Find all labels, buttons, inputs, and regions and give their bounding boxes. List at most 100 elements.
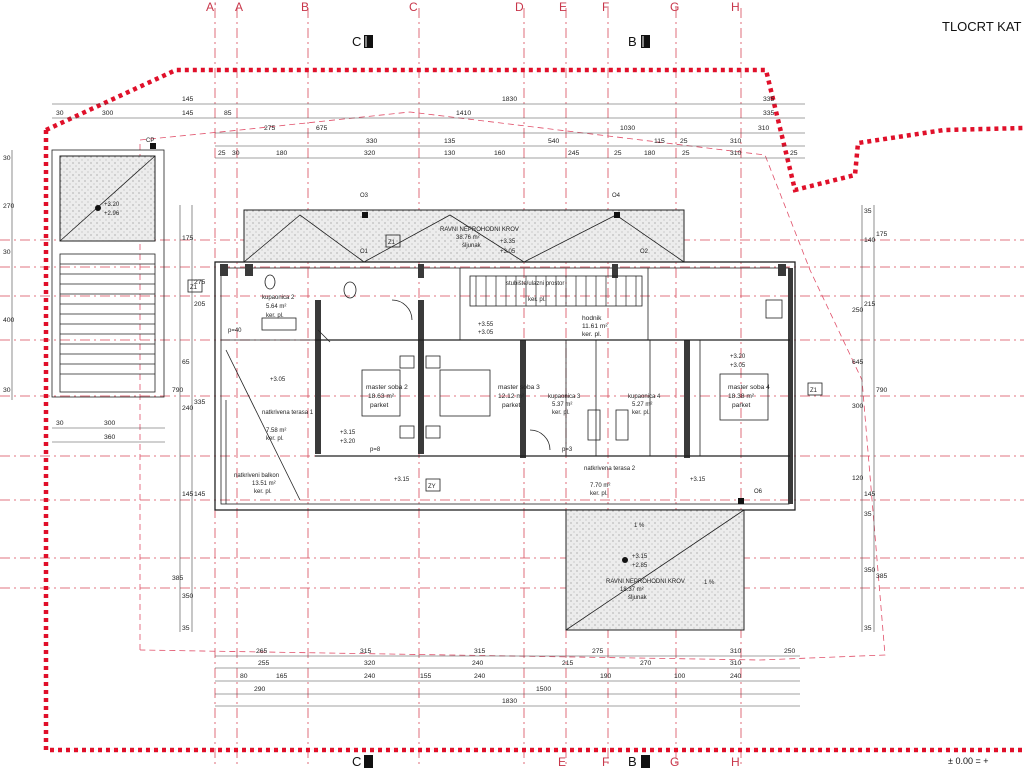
dimension-lines-top: 145 1830 335 30 300 145 85 1410 335 275 …: [52, 96, 805, 159]
svg-text:+3.15: +3.15: [340, 430, 356, 436]
svg-text:38.76 m²: 38.76 m²: [456, 235, 480, 241]
svg-text:ker. pl.: ker. pl.: [582, 331, 602, 338]
grid-label: F: [602, 0, 609, 14]
svg-text:O3: O3: [360, 193, 369, 199]
svg-text:240: 240: [474, 673, 486, 680]
svg-text:240: 240: [730, 673, 742, 680]
svg-text:255: 255: [258, 660, 270, 667]
svg-text:385: 385: [172, 575, 184, 582]
svg-text:310: 310: [730, 660, 742, 667]
svg-text:35: 35: [864, 625, 872, 632]
svg-text:330: 330: [366, 138, 378, 145]
svg-text:12.12 m²: 12.12 m²: [498, 393, 525, 400]
svg-text:5.64 m²: 5.64 m²: [266, 304, 286, 310]
svg-text:natkrivena terasa 1: natkrivena terasa 1: [262, 410, 314, 416]
svg-text:+2.85: +2.85: [632, 563, 648, 569]
svg-text:parket: parket: [732, 402, 750, 409]
svg-text:310: 310: [730, 648, 742, 655]
svg-text:18.38 m²: 18.38 m²: [728, 393, 755, 400]
svg-text:hodnik: hodnik: [582, 315, 602, 322]
svg-text:CP: CP: [146, 138, 154, 144]
room-kupaonica-4: kupaonica 4 5.27 m² ker. pl.: [628, 394, 661, 416]
svg-text:stubište/ulazni prostor: stubište/ulazni prostor: [506, 281, 564, 287]
svg-text:145: 145: [182, 96, 194, 103]
svg-text:5.27 m²: 5.27 m²: [632, 402, 652, 408]
svg-text:+3.20: +3.20: [730, 354, 746, 360]
svg-text:290: 290: [254, 686, 266, 693]
svg-text:šljunak: šljunak: [462, 243, 482, 249]
svg-text:240: 240: [472, 660, 484, 667]
svg-text:335: 335: [763, 110, 775, 117]
external-stair-structure: +3.20 +2.96 CP 300 30 360: [51, 138, 165, 443]
grid-label: A': [206, 0, 216, 14]
svg-text:+3.55: +3.55: [478, 322, 494, 328]
svg-text:645: 645: [852, 359, 864, 366]
svg-text:145: 145: [864, 491, 876, 498]
svg-text:145: 145: [182, 110, 194, 117]
drawing-title: TLOCRT KAT: [942, 19, 1022, 34]
svg-text:180: 180: [644, 150, 656, 157]
svg-text:275: 275: [592, 648, 604, 655]
svg-text:790: 790: [172, 387, 184, 394]
svg-text:350: 350: [182, 593, 194, 600]
svg-text:115: 115: [654, 138, 665, 145]
svg-text:25: 25: [614, 150, 622, 157]
svg-text:120: 120: [852, 475, 864, 482]
grid-label: G: [670, 0, 679, 14]
svg-text:master soba 3: master soba 3: [498, 384, 540, 391]
zero-level-note: ± 0.00 = +: [948, 756, 988, 766]
svg-text:25: 25: [790, 150, 798, 157]
svg-text:+3.20: +3.20: [340, 439, 356, 445]
svg-text:RAVNI NEPROHODNI KROV: RAVNI NEPROHODNI KROV: [606, 579, 685, 585]
svg-text:85: 85: [224, 110, 232, 117]
plot-boundary: [45, 67, 1024, 193]
svg-text:O4: O4: [612, 193, 621, 199]
svg-text:270: 270: [640, 660, 652, 667]
svg-text:65: 65: [182, 359, 190, 366]
svg-text:1 %: 1 %: [634, 523, 645, 529]
roof-top: RAVNI NEPROHODNI KROV 38.76 m² šljunak +…: [243, 193, 685, 263]
svg-text:190: 190: [600, 673, 612, 680]
svg-text:1 %: 1 %: [704, 580, 715, 586]
svg-text:parket: parket: [502, 402, 520, 409]
room-stubiste: stubište/ulazni prostor ker. pl.: [506, 281, 564, 303]
svg-text:O1: O1: [360, 249, 369, 255]
svg-text:250: 250: [784, 648, 796, 655]
svg-text:540: 540: [548, 138, 560, 145]
svg-text:240: 240: [364, 673, 376, 680]
grid-label: C: [409, 0, 418, 14]
svg-text:35: 35: [864, 511, 872, 518]
room-kupaonica-3: kupaonica 3 5.37 m² ker. pl.: [548, 394, 581, 416]
svg-text:140: 140: [864, 237, 876, 244]
svg-text:ker. pl.: ker. pl.: [590, 491, 608, 497]
svg-text:13.51 m²: 13.51 m²: [252, 481, 276, 487]
svg-text:155: 155: [420, 673, 432, 680]
room-master-soba-4: master soba 4 18.38 m² parket: [728, 384, 770, 409]
svg-text:320: 320: [364, 660, 376, 667]
svg-text:300: 300: [852, 403, 864, 410]
svg-text:145: 145: [194, 491, 206, 498]
svg-text:30: 30: [56, 420, 64, 427]
svg-text:320: 320: [364, 150, 376, 157]
section-mark-b-top: B: [628, 34, 650, 49]
svg-text:p=3: p=3: [562, 447, 573, 453]
svg-text:175: 175: [182, 235, 194, 242]
svg-text:RAVNI NEPROHODNI KROV: RAVNI NEPROHODNI KROV: [440, 227, 519, 233]
svg-text:ker. pl.: ker. pl.: [552, 410, 570, 416]
svg-text:245: 245: [568, 150, 580, 157]
svg-text:100: 100: [674, 673, 686, 680]
svg-text:790: 790: [876, 387, 888, 394]
svg-text:+3.05: +3.05: [270, 377, 286, 383]
svg-text:1500: 1500: [536, 686, 551, 693]
svg-text:master soba 4: master soba 4: [728, 384, 770, 391]
svg-text:+3.05: +3.05: [478, 330, 494, 336]
svg-text:240: 240: [182, 405, 194, 412]
dimension-lines-right: 35 140 175 215 250 645 300 790 120 145 3…: [852, 205, 888, 632]
svg-text:7.58 m²: 7.58 m²: [266, 428, 286, 434]
svg-text:25: 25: [218, 150, 226, 157]
room-natkriveni-balkon: natkriveni balkon 13.51 m² ker. pl.: [234, 473, 279, 495]
grid-label: D: [515, 0, 524, 14]
svg-text:+3.05: +3.05: [500, 249, 516, 255]
main-floor-walls: [214, 261, 796, 511]
